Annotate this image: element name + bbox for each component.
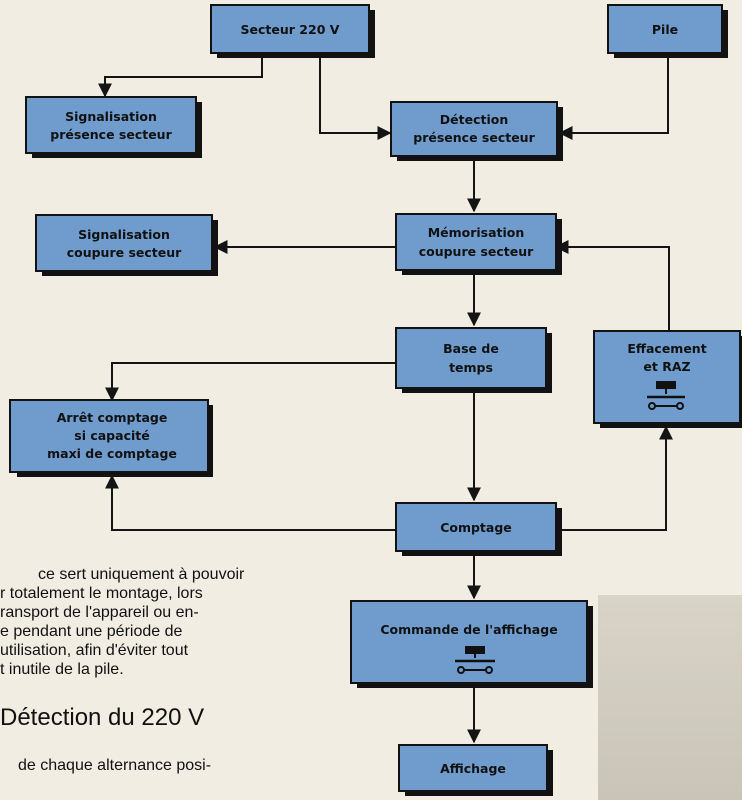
paragraph-line: ce sert uniquement à pouvoir [38,566,245,583]
connections [98,58,673,744]
box-signal-presence-line2: présence secteur [50,127,172,142]
box-arret-line1: Arrêt comptage [57,410,168,425]
box-pile: Pile [607,4,728,58]
box-comptage: Comptage [395,502,562,556]
background-photo [598,595,742,800]
paragraph-line: de chaque alternance posi- [18,757,212,774]
paragraph-line: ransport de l'appareil ou en- [0,604,199,621]
paragraph-line: r totalement le montage, lors [0,585,203,602]
box-secteur-label: Secteur 220 V [241,22,340,37]
box-secteur: Secteur 220 V [210,4,375,58]
arrow-base-to-arret [105,362,396,402]
box-pile-label: Pile [652,22,678,37]
arrow-comptage-to-effacement [556,425,673,531]
pushbutton-icon [455,646,495,674]
paragraph-line: e pendant une période de [0,623,183,640]
arrow-comptage-to-arret [105,474,396,531]
arrow-secteur-to-detection [319,58,392,140]
box-memorisation: Mémorisation coupure secteur [395,213,562,275]
paragraph-line: t inutile de la pile. [0,661,124,678]
box-base-temps: Base de temps [395,327,552,393]
article-paragraph: ce sert uniquement à pouvoir r totalemen… [0,565,324,679]
pushbutton-icon [647,381,685,410]
paragraph-line: utilisation, afin d'éviter tout [0,642,189,659]
box-effacement-line1: Effacement [627,341,706,356]
box-arret-line3: maxi de comptage [47,446,177,461]
section-heading: Détection du 220 V [0,704,205,731]
box-effacement: Effacement et RAZ [593,330,742,428]
box-signal-coupure-line1: Signalisation [78,227,170,242]
box-arret-line2: si capacité [74,428,149,443]
box-base-temps-line1: Base de [443,341,499,356]
box-base-temps-line2: temps [449,360,493,375]
box-affichage: Affichage [398,744,553,796]
box-commande: Commande de l'affichage [350,600,593,688]
arrow-secteur-to-signal-presence [98,58,263,98]
box-signal-presence: Signalisation présence secteur [25,96,202,158]
box-affichage-label: Affichage [440,761,506,776]
box-comptage-label: Comptage [440,520,512,535]
arrow-pile-to-detection [558,58,669,140]
box-effacement-line2: et RAZ [643,359,690,374]
box-signal-coupure-line2: coupure secteur [67,245,182,260]
box-signal-presence-line1: Signalisation [65,109,157,124]
box-memorisation-line1: Mémorisation [428,225,525,240]
box-commande-label: Commande de l'affichage [380,622,557,637]
box-detection-line2: présence secteur [413,130,535,145]
box-detection: Détection présence secteur [390,101,563,161]
box-signal-coupure: Signalisation coupure secteur [35,214,218,276]
box-memorisation-line2: coupure secteur [419,244,534,259]
arrow-effacement-to-memorisation [554,240,670,330]
box-arret: Arrêt comptage si capacité maxi de compt… [9,399,213,477]
article-paragraph-2: de chaque alternance posi- [0,757,324,775]
box-detection-line1: Détection [440,112,508,127]
